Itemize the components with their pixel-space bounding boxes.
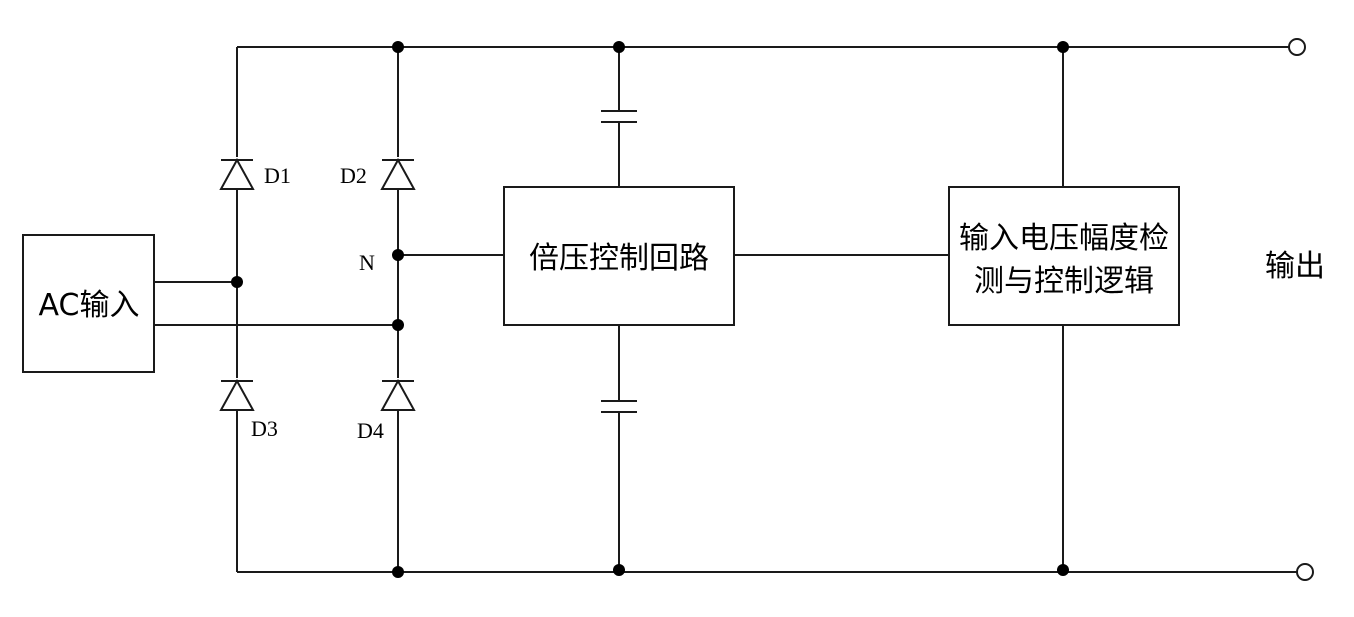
detect-box (948, 186, 1180, 326)
junction-dot (392, 249, 404, 261)
label-node-n: N (359, 250, 375, 275)
output-label: 输出 (1265, 249, 1325, 284)
detect-label-line2: 测与控制逻辑 (974, 264, 1154, 299)
label-d4: D4 (357, 418, 384, 443)
junction-dot (392, 41, 404, 53)
diode-d4 (380, 378, 416, 411)
junction-dot (613, 41, 625, 53)
junction-dot (613, 564, 625, 576)
output-terminal-top (1288, 38, 1306, 56)
ac-input-label: AC输入 (39, 288, 140, 323)
junction-dot (1057, 41, 1069, 53)
diode-d1 (219, 157, 255, 190)
diode-d3 (219, 378, 255, 411)
doubler-label: 倍压控制回路 (529, 241, 709, 276)
junction-dot (1057, 564, 1069, 576)
detect-label-line1: 输入电压幅度检 (959, 221, 1169, 256)
junction-dot (392, 319, 404, 331)
label-d1: D1 (264, 163, 291, 188)
label-d3: D3 (251, 416, 278, 441)
junction-dot (392, 566, 404, 578)
output-terminal-bottom (1296, 563, 1314, 581)
ac-input-box (22, 234, 155, 373)
diode-d2 (380, 157, 416, 190)
junction-dot (231, 276, 243, 288)
label-d2: D2 (340, 163, 367, 188)
